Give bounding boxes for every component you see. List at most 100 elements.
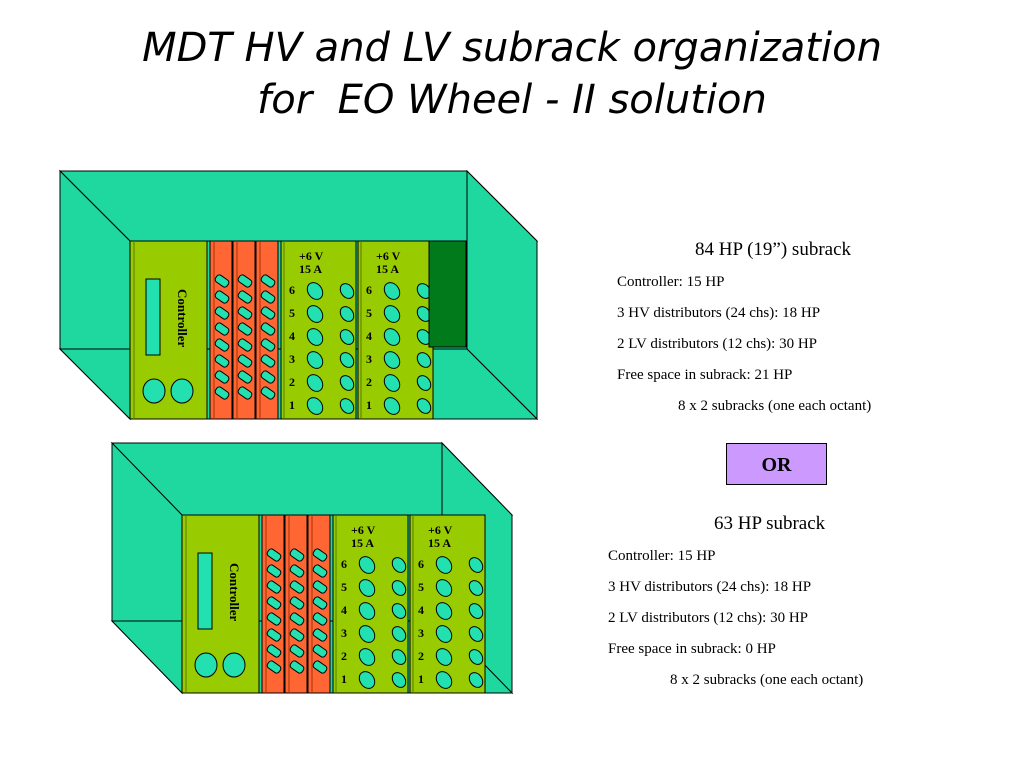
hv-channel-connector	[237, 306, 253, 320]
lv-channel-connector	[339, 352, 355, 368]
hv-channel-connector	[289, 564, 305, 578]
lv-channel-number: 6	[366, 283, 372, 297]
subrack-84-line: Free space in subrack: 21 HP	[617, 367, 793, 383]
lv-channel-number: 2	[418, 649, 424, 663]
lv-channel-connector	[339, 329, 355, 345]
lv-channel-connector	[339, 375, 355, 391]
hv-channel-connector	[289, 596, 305, 610]
lv-channel-number: 1	[341, 672, 347, 686]
lv-channel-connector	[383, 328, 401, 346]
hv-channel-connector	[260, 386, 276, 400]
controller-board	[181, 514, 260, 694]
lv-channel-connector	[383, 282, 401, 300]
hv-channel-connector	[266, 596, 282, 610]
lv-channel-connector	[416, 398, 432, 414]
controller-label: Controller	[175, 289, 190, 347]
lv-current-label: 15 A	[351, 536, 374, 550]
controller-connector	[194, 652, 218, 678]
subrack-84-summary: 8 x 2 subracks (one each octant)	[678, 398, 872, 414]
lv-channel-connector	[383, 305, 401, 323]
hv-channel-connector	[312, 628, 328, 642]
subrack-63-line: 3 HV distributors (24 chs): 18 HP	[608, 579, 812, 595]
title-line-2: for EO Wheel - II solution	[257, 77, 767, 123]
subrack-63-heading: 63 HP subrack	[714, 513, 826, 534]
lv-channel-number: 5	[341, 580, 347, 594]
hv-channel-connector	[312, 564, 328, 578]
lv-current-label: 15 A	[376, 262, 399, 276]
lv-channel-connector	[416, 352, 432, 368]
hv-channel-connector	[312, 612, 328, 626]
hv-channel-connector	[260, 306, 276, 320]
lv-channel-number: 6	[341, 557, 347, 571]
lv-current-label: 15 A	[428, 536, 451, 550]
lv-channel-connector	[306, 282, 324, 300]
hv-channel-connector	[312, 548, 328, 562]
subrack-84-line: 3 HV distributors (24 chs): 18 HP	[617, 305, 821, 321]
lv-channel-connector	[339, 398, 355, 414]
lv-channel-number: 3	[418, 626, 424, 640]
subrack-84-heading: 84 HP (19”) subrack	[695, 239, 852, 260]
hv-channel-connector	[289, 612, 305, 626]
lv-channel-connector	[383, 374, 401, 392]
lv-channel-connector	[416, 375, 432, 391]
hv-channel-connector	[237, 338, 253, 352]
lv-channel-connector	[391, 603, 407, 619]
lv-channel-connector	[391, 557, 407, 573]
lv-channel-number: 4	[289, 329, 295, 343]
lv-voltage-label: +6 V	[351, 523, 376, 537]
lv-channel-number: 1	[289, 398, 295, 412]
lv-channel-connector	[358, 556, 376, 574]
lv-channel-number: 5	[418, 580, 424, 594]
hv-channel-connector	[289, 548, 305, 562]
lv-channel-number: 4	[418, 603, 424, 617]
lv-channel-connector	[468, 626, 484, 642]
lv-channel-connector	[358, 671, 376, 689]
hv-channel-connector	[214, 322, 230, 336]
hv-channel-connector	[289, 644, 305, 658]
lv-voltage-label: +6 V	[376, 249, 401, 263]
lv-channel-connector	[306, 397, 324, 415]
hv-channel-connector	[260, 370, 276, 384]
lv-channel-connector	[435, 648, 453, 666]
hv-channel-connector	[312, 660, 328, 674]
hv-channel-connector	[260, 322, 276, 336]
lv-channel-connector	[358, 625, 376, 643]
lv-channel-connector	[306, 374, 324, 392]
subrack-84-line: Controller: 15 HP	[617, 274, 725, 290]
lv-channel-connector	[339, 283, 355, 299]
hv-channel-connector	[214, 290, 230, 304]
lv-channel-connector	[468, 603, 484, 619]
subrack-84-line: 2 LV distributors (12 chs): 30 HP	[617, 336, 818, 352]
lv-voltage-label: +6 V	[299, 249, 324, 263]
slide-title: MDT HV and LV subrack organization for E…	[0, 22, 1024, 126]
lv-channel-connector	[391, 580, 407, 596]
lv-channel-connector	[468, 672, 484, 688]
hv-channel-connector	[289, 580, 305, 594]
lv-channel-number: 3	[341, 626, 347, 640]
lv-channel-connector	[435, 671, 453, 689]
lv-channel-connector	[435, 579, 453, 597]
lv-channel-number: 5	[289, 306, 295, 320]
lv-channel-number: 2	[341, 649, 347, 663]
hv-channel-connector	[289, 628, 305, 642]
hv-channel-connector	[237, 290, 253, 304]
lv-channel-connector	[358, 579, 376, 597]
hv-channel-connector	[214, 386, 230, 400]
lv-channel-connector	[383, 397, 401, 415]
lv-channel-connector	[339, 306, 355, 322]
lv-channel-connector	[468, 557, 484, 573]
lv-channel-number: 6	[289, 283, 295, 297]
hv-channel-connector	[266, 644, 282, 658]
lv-channel-number: 2	[289, 375, 295, 389]
hv-channel-connector	[214, 306, 230, 320]
hv-channel-connector	[266, 580, 282, 594]
hv-channel-connector	[266, 612, 282, 626]
hv-channel-connector	[260, 274, 276, 288]
hv-channel-connector	[260, 354, 276, 368]
subrack-63-summary: 8 x 2 subracks (one each octant)	[670, 672, 864, 688]
hv-channel-connector	[266, 628, 282, 642]
lv-channel-connector	[468, 580, 484, 596]
